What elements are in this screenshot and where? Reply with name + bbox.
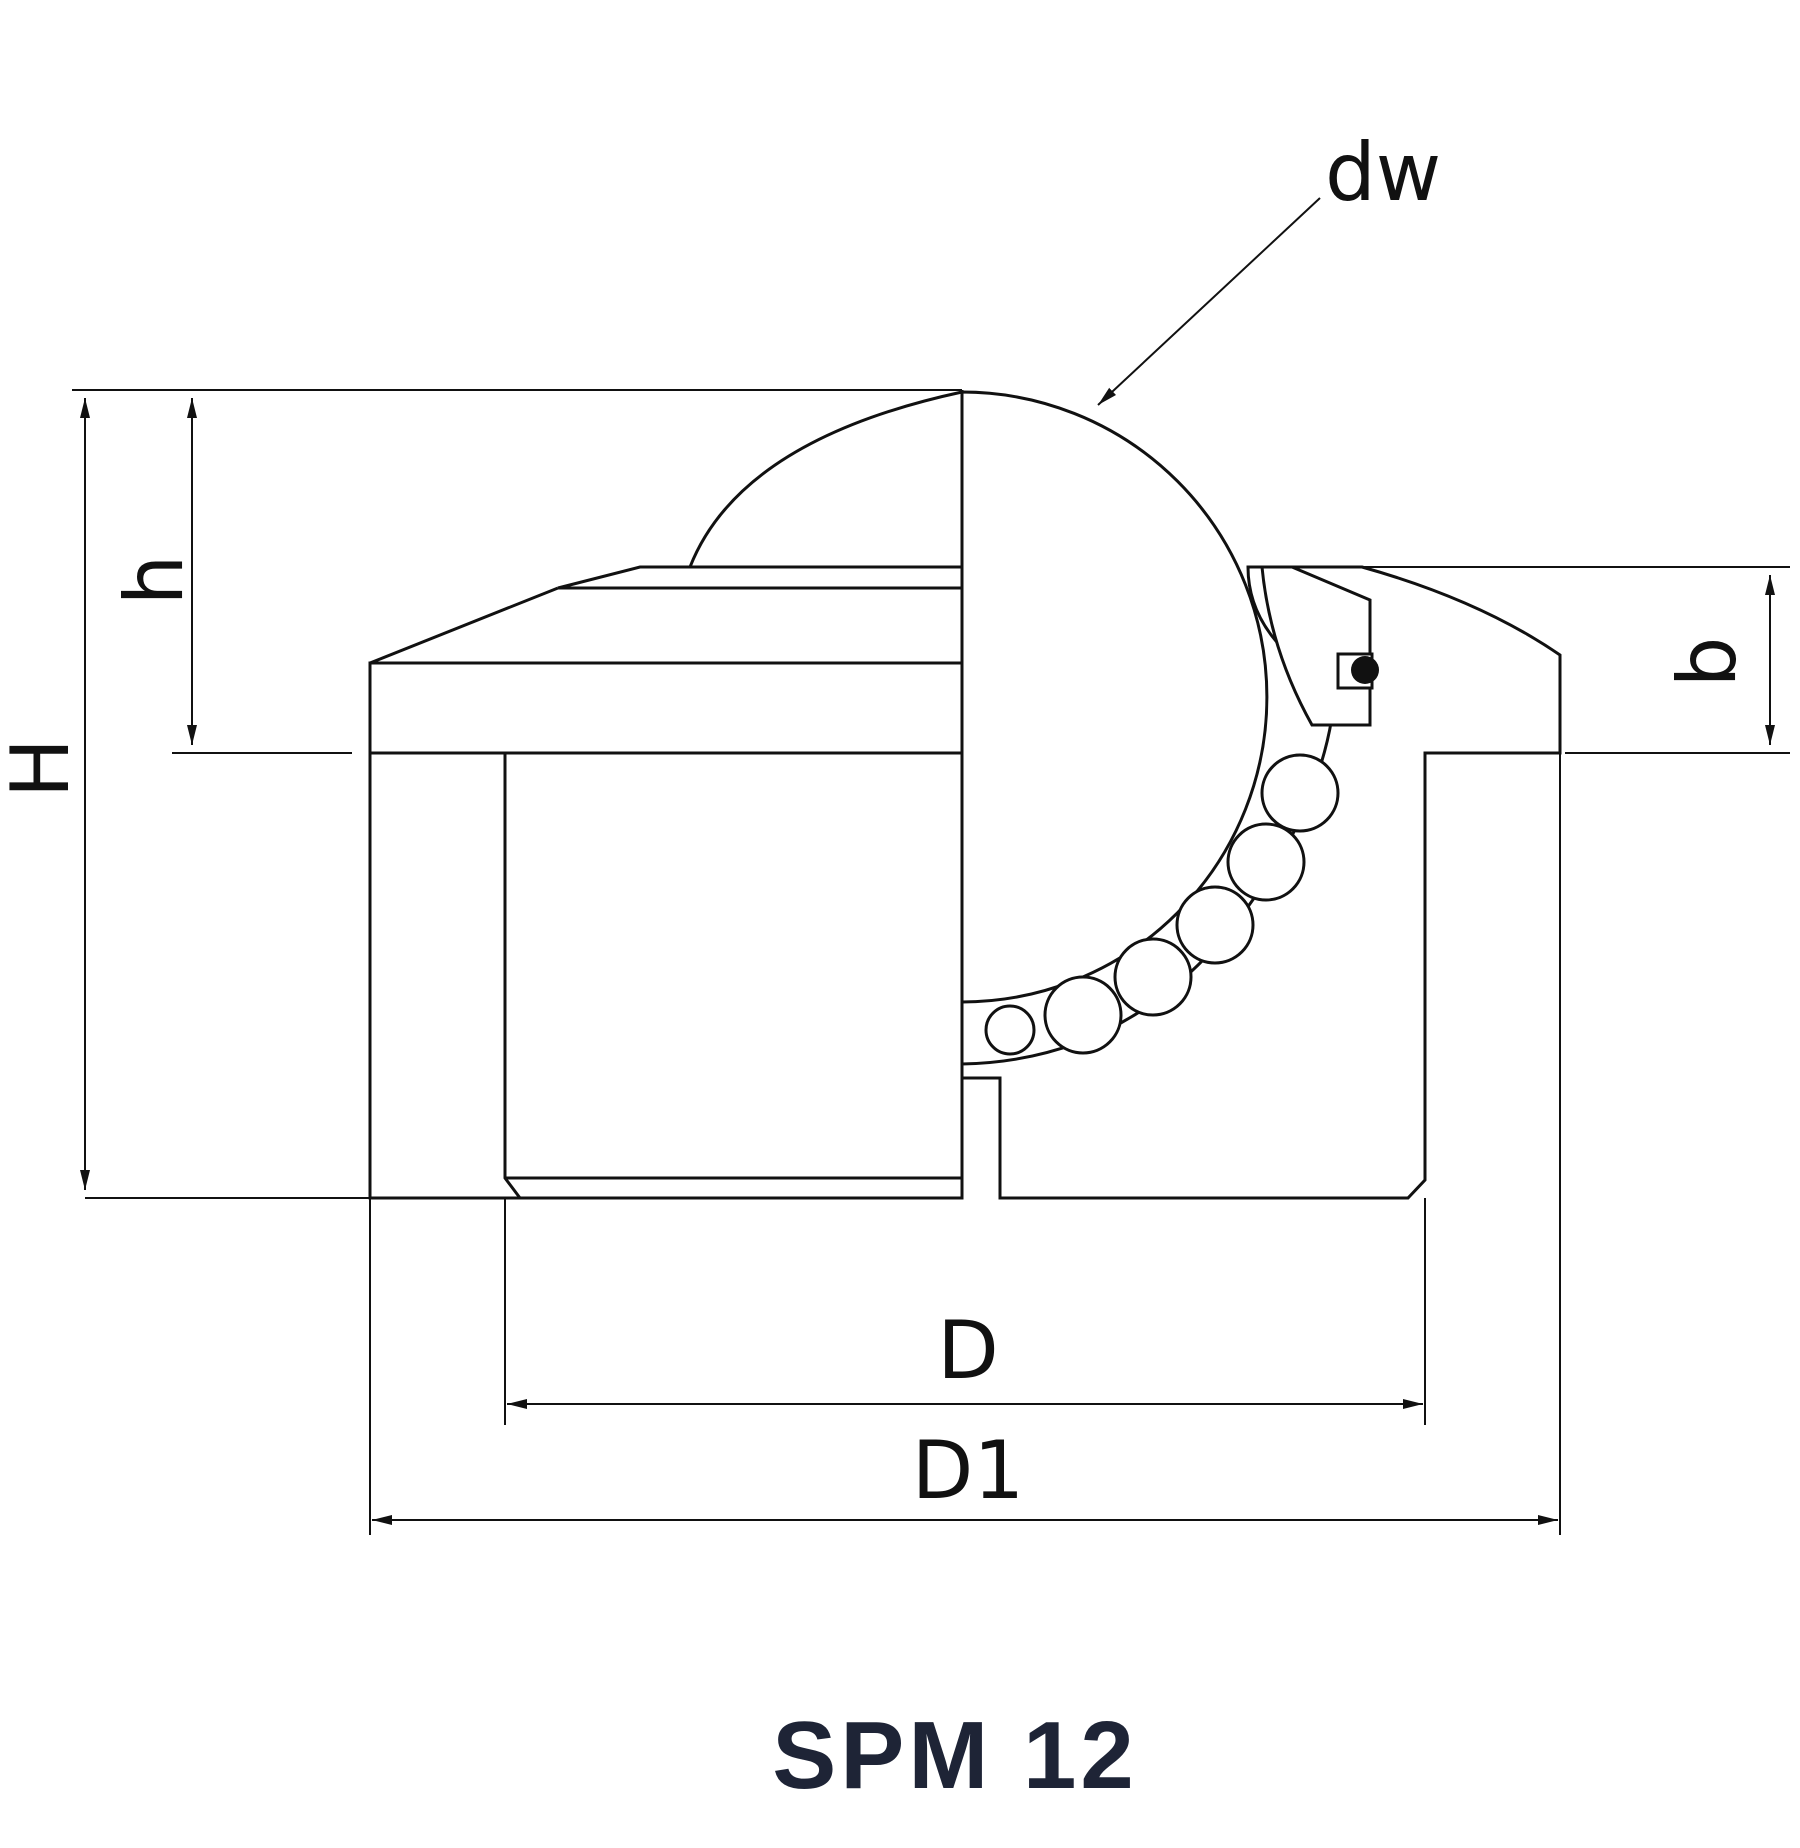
bearing-ball bbox=[984, 1004, 1036, 1056]
ball-section bbox=[960, 390, 1269, 1004]
bearing-ball bbox=[1260, 753, 1340, 833]
label-H: H bbox=[0, 738, 87, 798]
ball-exterior-arc bbox=[688, 390, 963, 568]
cap-top-outline bbox=[557, 565, 962, 590]
label-D1: D1 bbox=[912, 1424, 1025, 1517]
label-dw: dw bbox=[1325, 126, 1441, 219]
dimensions bbox=[72, 197, 1790, 1535]
product-title: SPM 12 bbox=[772, 1702, 1137, 1809]
bearing-ball bbox=[1113, 937, 1193, 1017]
label-h: h bbox=[108, 555, 201, 606]
bearing-ball bbox=[1175, 885, 1255, 965]
seal-dot bbox=[1351, 656, 1379, 684]
flange-chamfer bbox=[369, 586, 559, 665]
dim-dw-leader bbox=[1097, 197, 1321, 406]
exterior-view bbox=[368, 390, 964, 1200]
bearing-ball bbox=[1043, 975, 1123, 1055]
label-b: b bbox=[1661, 637, 1754, 688]
shank-outer-left bbox=[368, 751, 964, 1200]
flange-left bbox=[368, 661, 964, 755]
bearing-ball bbox=[1226, 822, 1306, 902]
bearing-balls bbox=[984, 753, 1340, 1056]
label-D: D bbox=[937, 1304, 999, 1397]
section-view bbox=[960, 390, 1562, 1200]
shank-inner-left bbox=[503, 753, 522, 1199]
